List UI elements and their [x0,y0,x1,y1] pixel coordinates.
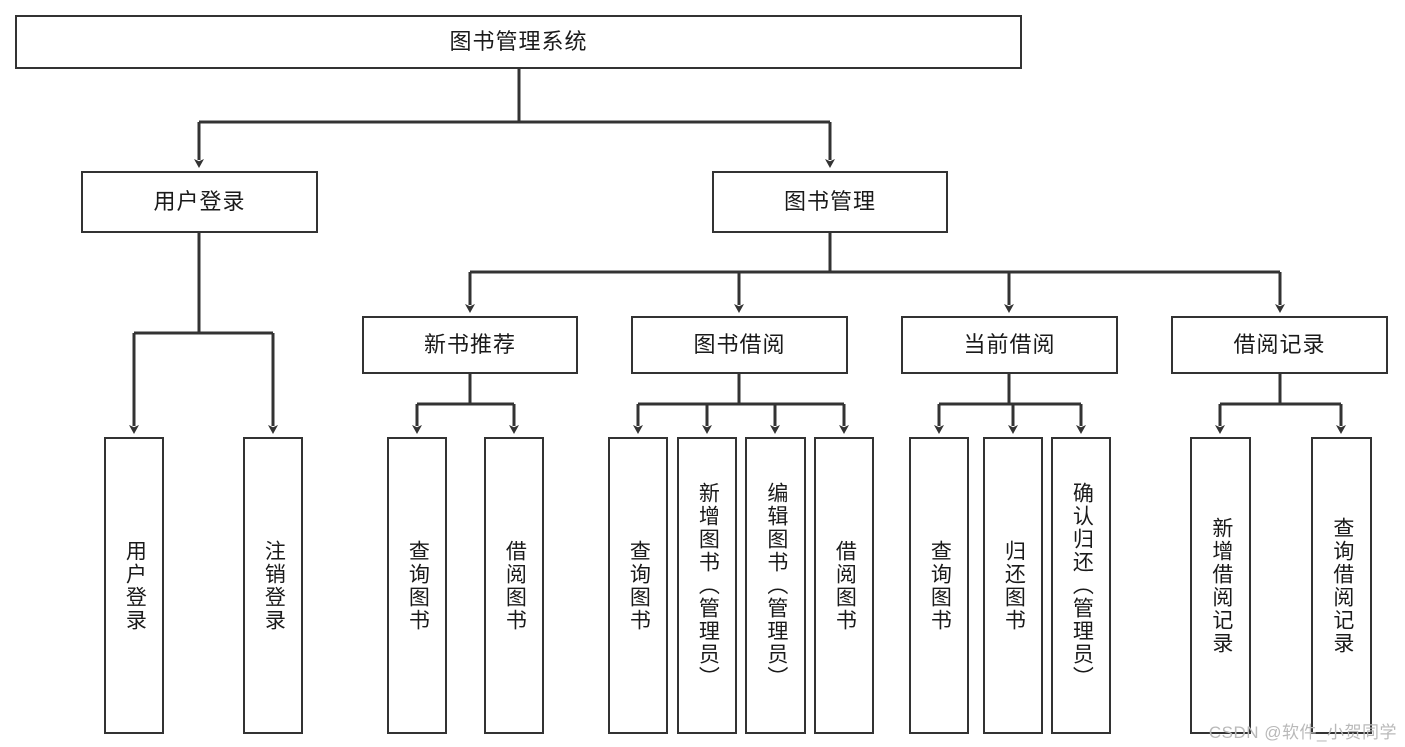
node-user-login[interactable]: 用户登录 [81,171,318,233]
leaf-logout-label: 注销登录 [262,539,286,632]
watermark-text: CSDN @软件_小贺同学 [1208,723,1397,742]
node-user-login-label: 用户登录 [153,188,246,214]
leaf-add-borrow-record[interactable]: 新增借阅记录 [1190,437,1251,734]
node-new-book-recommend-label: 新书推荐 [423,331,516,357]
leaf-query-borrow-record-label: 查询借阅记录 [1330,516,1354,655]
node-current-borrow-label: 当前借阅 [963,331,1056,357]
node-new-book-recommend[interactable]: 新书推荐 [362,316,578,374]
leaf-confirm-return-admin[interactable]: 确认归还（管理员） [1051,437,1111,734]
leaf-add-book-admin-label: 新增图书（管理员） [696,482,720,689]
leaf-borrow-book-label: 借阅图书 [833,539,857,632]
node-book-management[interactable]: 图书管理 [712,171,948,233]
leaf-user-login[interactable]: 用户登录 [104,437,164,734]
leaf-return-book-label: 归还图书 [1002,539,1026,632]
leaf-query-book-borrow[interactable]: 查询图书 [608,437,668,734]
leaf-add-book-admin[interactable]: 新增图书（管理员） [677,437,737,734]
leaf-query-book-current[interactable]: 查询图书 [909,437,969,734]
leaf-borrow-book-rec[interactable]: 借阅图书 [484,437,544,734]
node-root[interactable]: 图书管理系统 [15,15,1022,69]
leaf-borrow-book-rec-label: 借阅图书 [503,539,527,632]
leaf-query-book-rec[interactable]: 查询图书 [387,437,447,734]
leaf-add-borrow-record-label: 新增借阅记录 [1209,516,1233,655]
node-current-borrow[interactable]: 当前借阅 [901,316,1118,374]
leaf-borrow-book[interactable]: 借阅图书 [814,437,874,734]
leaf-edit-book-admin[interactable]: 编辑图书（管理员） [745,437,806,734]
leaf-edit-book-admin-label: 编辑图书（管理员） [764,482,788,689]
node-root-label: 图书管理系统 [449,28,588,54]
leaf-query-book-current-label: 查询图书 [928,539,952,632]
leaf-logout[interactable]: 注销登录 [243,437,303,734]
node-book-borrow[interactable]: 图书借阅 [631,316,848,374]
leaf-query-borrow-record[interactable]: 查询借阅记录 [1311,437,1372,734]
leaf-return-book[interactable]: 归还图书 [983,437,1043,734]
node-borrow-record[interactable]: 借阅记录 [1171,316,1388,374]
node-book-borrow-label: 图书借阅 [693,331,786,357]
leaf-query-book-borrow-label: 查询图书 [627,539,651,632]
leaf-confirm-return-admin-label: 确认归还（管理员） [1070,482,1094,689]
node-book-management-label: 图书管理 [783,188,876,214]
leaf-user-login-label: 用户登录 [123,539,147,632]
node-borrow-record-label: 借阅记录 [1233,331,1326,357]
leaf-query-book-rec-label: 查询图书 [406,539,430,632]
